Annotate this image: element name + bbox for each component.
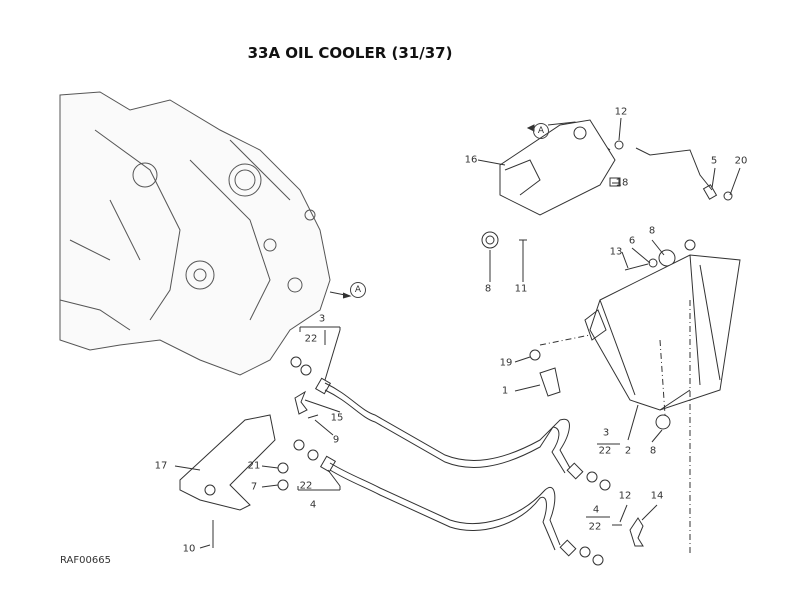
reference-mark-a: A [533, 123, 549, 139]
callout-15: 15 [330, 412, 344, 424]
page-title: 33A OIL COOLER (31/37) [247, 44, 453, 62]
callout-4: 4 [309, 499, 317, 511]
callout-17: 17 [154, 460, 168, 472]
callout-16: 16 [464, 154, 478, 166]
callout-22: 22 [598, 445, 612, 457]
callout-14: 14 [650, 490, 664, 502]
callout-21: 21 [247, 460, 261, 472]
callout-11: 11 [514, 283, 528, 295]
callout-22: 22 [304, 333, 318, 345]
callout-10: 10 [182, 543, 196, 555]
callout-6: 6 [628, 235, 636, 247]
callout-8: 8 [484, 283, 492, 295]
callout-8: 8 [649, 445, 657, 457]
callout-1: 1 [501, 385, 509, 397]
reference-mark-a: A [350, 282, 366, 298]
callout-18: 18 [615, 177, 629, 189]
callout-12: 12 [618, 490, 632, 502]
callout-9: 9 [332, 434, 340, 446]
callout-3: 3 [602, 427, 610, 439]
callout-20: 20 [734, 155, 748, 167]
callout-5: 5 [710, 155, 718, 167]
drawing-code: RAF00665 [60, 555, 111, 566]
callout-3: 3 [318, 313, 326, 325]
callout-19: 19 [499, 357, 513, 369]
engine-drawing [59, 91, 331, 376]
callout-8: 8 [648, 225, 656, 237]
callout-2: 2 [624, 445, 632, 457]
callout-7: 7 [250, 481, 258, 493]
callout-22: 22 [299, 480, 313, 492]
callout-12: 12 [614, 106, 628, 118]
oil-hoses [314, 377, 584, 557]
callout-22: 22 [588, 521, 602, 533]
callout-13: 13 [609, 246, 623, 258]
callout-4: 4 [592, 504, 600, 516]
